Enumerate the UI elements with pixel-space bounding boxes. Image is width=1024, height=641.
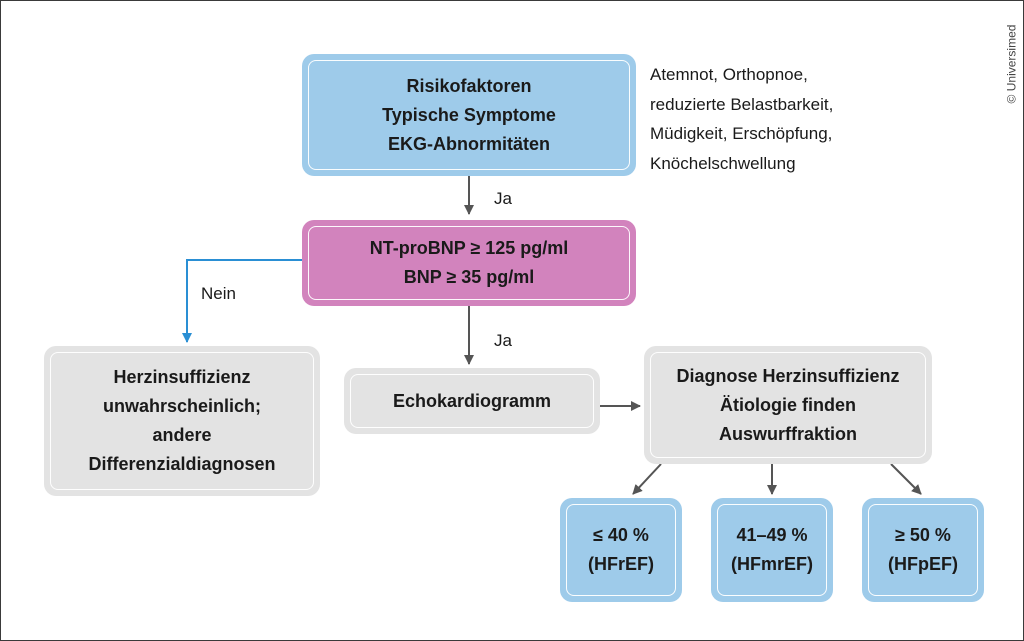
risk-line-1: Risikofaktoren (406, 75, 532, 96)
biomarker-box: NT-proBNP ≥ 125 pg/ml BNP ≥ 35 pg/ml (302, 220, 636, 306)
arrow-diagnosis-to-hfpef (890, 463, 922, 495)
hfref-line-1: ≤ 40 % (593, 525, 649, 545)
edge-label-yes-1: Ja (494, 189, 512, 208)
copyright-credit: © Universimed (1003, 20, 1019, 108)
risk-factors-box: Risikofaktoren Typische Symptome EKG-Abn… (302, 54, 636, 176)
symptoms-line-4: Knöchelschwellung (650, 153, 796, 173)
hfpef-line-1: ≥ 50 % (895, 525, 951, 545)
hfmref-box: 41–49 % (HFmrEF) (711, 498, 833, 602)
unlikely-line-2: unwahrscheinlich; (102, 396, 262, 416)
hfpef-box: ≥ 50 % (HFpEF) (862, 498, 984, 602)
symptoms-line-3: Müdigkeit, Erschöpfung, (650, 124, 833, 143)
arrow-diagnosis-to-hfref (632, 463, 662, 495)
symptoms-line-1: Atemnot, Orthopnoe, (650, 65, 808, 84)
risk-line-2: Typische Symptome (382, 104, 556, 125)
diagnosis-line-3: Auswurffraktion (718, 423, 857, 444)
risk-line-3: EKG-Abnormitäten (388, 133, 550, 154)
biomarker-line-1: NT-proBNP ≥ 125 pg/ml (369, 238, 569, 258)
symptoms-note: Atemnot, Orthopnoe, reduzierte Belastbar… (650, 60, 833, 178)
unlikely-line-3: andere (152, 425, 212, 445)
echo-line-1: Echokardiogramm (392, 390, 552, 411)
unlikely-line-4: Differenzialdiagnosen (88, 454, 276, 474)
edge-label-no: Nein (201, 284, 236, 303)
arrow-biomarker-to-unlikely (182, 259, 304, 343)
edge-label-yes-2: Ja (494, 331, 512, 350)
diagnosis-line-2: Ätiologie finden (720, 394, 856, 415)
hfref-line-2: (HFrEF) (588, 554, 654, 574)
diagnosis-line-1: Diagnose Herzinsuffizienz (676, 365, 900, 386)
hfmref-line-1: 41–49 % (736, 525, 808, 545)
symptoms-line-2: reduzierte Belastbarkeit, (650, 94, 834, 114)
unlikely-line-1: Herzinsuffizienz (113, 367, 251, 387)
copyright-text: © Universimed (1004, 24, 1018, 104)
echocardiogram-box: Echokardiogramm (344, 368, 600, 434)
hfref-box: ≤ 40 % (HFrEF) (560, 498, 682, 602)
hfmref-line-2: (HFmrEF) (731, 554, 813, 574)
hfpef-line-2: (HFpEF) (888, 554, 958, 574)
diagnosis-box: Diagnose Herzinsuffizienz Ätiologie find… (644, 346, 932, 464)
heart-failure-unlikely-box: Herzinsuffizienz unwahrscheinlich; ander… (44, 346, 320, 496)
biomarker-line-2: BNP ≥ 35 pg/ml (403, 267, 535, 287)
